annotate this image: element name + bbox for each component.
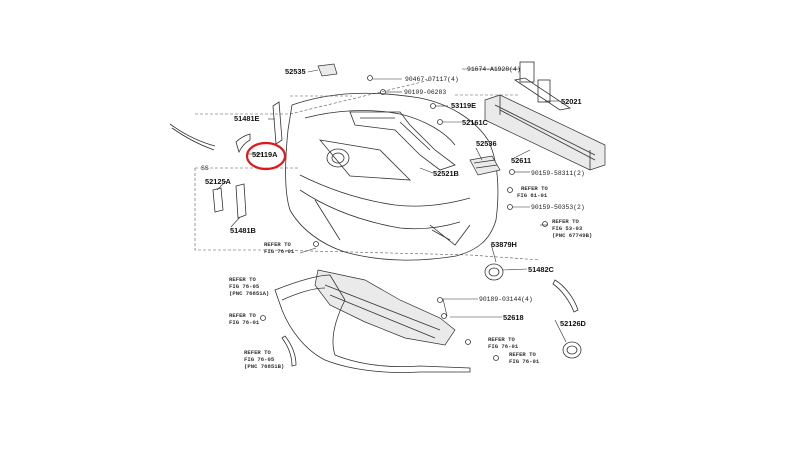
part-label-52535: 52535	[285, 67, 306, 76]
part-label-53879H: 53879H	[491, 240, 517, 249]
part-label-51481B: 51481B	[230, 226, 256, 235]
part-label-52119A: 52119A	[252, 150, 278, 159]
grille-insert	[469, 155, 501, 176]
part-label-90159a: 90159-58311(2)	[531, 170, 585, 177]
part-label-52536: 52536	[476, 139, 497, 148]
lower-grille	[314, 269, 456, 346]
leader-lines	[216, 68, 567, 343]
part-label-52521B: 52521B	[433, 169, 459, 178]
emblem-clip	[317, 63, 338, 77]
part-label-52126D: 52126D	[560, 319, 587, 328]
part-labels: 52535 90467-07117(4) 90109-06283 91674-A…	[201, 66, 587, 328]
side-brackets	[169, 101, 283, 219]
bumper-cover	[285, 92, 499, 261]
part-label-90159b: 90159-50353(2)	[531, 204, 585, 211]
part-label-51482C: 51482C	[528, 265, 555, 274]
lower-spoiler	[274, 274, 471, 373]
part-label-90467: 90467-07117(4)	[405, 76, 459, 83]
part-label-91674: 91674-A1928(4)	[467, 66, 521, 73]
highlight-circle	[245, 141, 287, 171]
reference-lines	[194, 79, 541, 261]
part-label-52021: 52021	[561, 97, 582, 106]
part-label-52618: 52618	[503, 313, 524, 322]
fog-bezels	[281, 263, 582, 367]
upper-grille	[349, 111, 456, 171]
bumper-reinforcement	[484, 61, 606, 171]
part-label-52161C: 52161C	[462, 118, 489, 127]
part-label-mark1: SS	[201, 165, 209, 172]
fasteners	[260, 75, 548, 361]
part-label-90189: 90189-03144(4)	[479, 296, 533, 303]
part-label-52125A: 52125A	[205, 177, 232, 186]
part-label-52611: 52611	[511, 156, 531, 165]
part-label-51481E: 51481E	[234, 114, 260, 123]
part-label-90109: 90109-06283	[404, 89, 446, 96]
part-label-53119E: 53119E	[451, 101, 476, 110]
